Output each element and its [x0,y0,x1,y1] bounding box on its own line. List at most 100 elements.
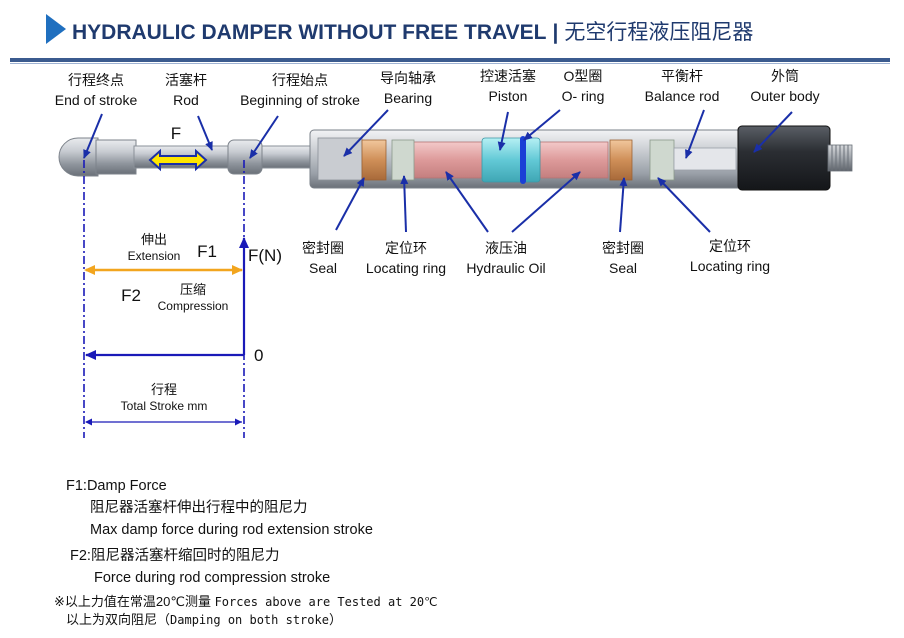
seal-left-part [361,139,387,181]
oil-chamber-left [411,141,485,179]
rod-collar [227,139,263,175]
leader-oil-right [511,171,581,233]
header-triangle-icon [46,14,66,44]
total-stroke-label-cn: 行程 [150,382,177,397]
label-locating-ring-right-cn: 定位环 [709,238,751,254]
label-locating-ring-left: 定位环 Locating ring [356,238,456,278]
piston-body [481,137,541,183]
footnote-line-1: ※以上力值在常温20℃测量 Forces above are Tested at… [54,593,438,611]
label-end-of-stroke: 行程终点 End of stroke [44,70,148,110]
label-o-ring-en: O- ring [561,88,605,104]
label-seal-right: 密封圈 Seal [590,238,656,278]
compression-label-en: Compression [157,299,229,313]
balance-rod-part [673,147,737,171]
label-locating-ring-right-en: Locating ring [689,258,771,274]
note-f2-en: Force during rod compression stroke [94,570,331,586]
footnote-line-1-cn: ※以上力值在常温20℃测量 [54,594,211,609]
leader-seal-right [619,177,628,233]
leader-seal-left [335,177,365,231]
label-seal-left: 密封圈 Seal [290,238,356,278]
leader-locating-ring-left [400,175,409,233]
label-bearing: 导向轴承 Bearing [370,68,446,108]
label-o-ring: O型圈 O- ring [548,66,618,106]
note-f1-en: Max damp force during rod extension stro… [90,522,373,538]
note-f2-title: F2:阻尼器活塞杆缩回时的阻尼力 [70,548,280,564]
rod-eye-end [58,137,137,177]
extension-label: 伸出 Extension [122,232,186,264]
leader-o-ring [523,109,561,141]
total-stroke-label-en: Total Stroke mm [120,399,208,413]
page-title: HYDRAULIC DAMPER WITHOUT FREE TRAVEL|无空行… [72,16,753,46]
label-hydraulic-oil-en: Hydraulic Oil [466,260,546,276]
label-balance-rod-en: Balance rod [644,88,720,104]
label-end-of-stroke-cn: 行程终点 [68,72,124,88]
extension-label-en: Extension [127,249,181,263]
label-outer-body-cn: 外筒 [771,68,799,84]
locating-ring-right-part [649,139,675,181]
label-piston-cn: 控速活塞 [480,68,536,84]
label-rod-cn: 活塞杆 [165,72,207,88]
footnote-line-2-cn: 以上为双向阻尼（ [66,612,171,627]
rod-force-label: F [170,124,182,143]
label-rod: 活塞杆 Rod [152,70,220,110]
leader-outer-body [753,111,793,153]
compression-label: 压缩 Compression [150,282,236,314]
label-seal-right-en: Seal [608,260,638,276]
label-piston-en: Piston [488,88,528,104]
threaded-end [827,144,853,172]
label-locating-ring-left-cn: 定位环 [385,240,427,256]
header-rule-thin [10,63,890,64]
label-balance-rod: 平衡杆 Balance rod [634,66,730,106]
extension-label-cn: 伸出 [140,232,167,247]
seal-right-part [609,139,633,181]
leader-oil-left [445,171,489,233]
notes: F1:Damp Force 阻尼器活塞杆伸出行程中的阻尼力 Max damp f… [66,475,373,589]
leader-balance-rod [685,109,705,159]
label-beginning-of-stroke-cn: 行程始点 [272,72,328,88]
f1-label: F1 [197,242,217,261]
footnote-line-1-en: Forces above are Tested at 20℃ [214,595,438,609]
note-f1-title: F1:Damp Force [66,478,167,494]
label-piston: 控速活塞 Piston [468,66,548,106]
label-beginning-of-stroke: 行程始点 Beginning of stroke [226,70,374,110]
label-seal-left-cn: 密封圈 [302,240,344,256]
label-end-of-stroke-en: End of stroke [54,92,138,108]
label-seal-left-en: Seal [308,260,338,276]
origin-label: 0 [254,346,264,365]
footnote-line-2-en: Damping on both stroke [170,613,329,627]
f2-label: F2 [121,286,141,305]
leader-rod [197,115,213,151]
label-bearing-en: Bearing [383,90,433,106]
label-locating-ring-right: 定位环 Locating ring [678,236,782,276]
label-rod-en: Rod [173,92,199,108]
leader-beginning-of-stroke [249,115,279,159]
label-outer-body: 外筒 Outer body [738,66,832,106]
locating-ring-left-part [391,139,415,181]
oil-chamber-right [539,141,609,179]
leader-lines [83,109,793,233]
label-beginning-of-stroke-en: Beginning of stroke [240,92,360,108]
header-rule [10,58,890,62]
o-ring-mark [520,136,526,184]
label-o-ring-cn: O型圈 [563,68,603,84]
title-cn: 无空行程液压阻尼器 [564,21,754,44]
label-balance-rod-cn: 平衡杆 [661,68,703,84]
footnote-line-2-end: ） [328,612,342,627]
label-outer-body-en: Outer body [750,88,820,104]
leader-bearing [343,109,389,157]
leader-piston [497,111,509,151]
title-separator: | [552,21,559,44]
note-f1-cn: 阻尼器活塞杆伸出行程中的阻尼力 [90,500,308,516]
label-bearing-cn: 导向轴承 [380,70,436,86]
end-cap [737,125,831,191]
force-stroke-graph [84,237,249,426]
footnote-line-2: 以上为双向阻尼（Damping on both stroke） [54,611,438,629]
compression-label-cn: 压缩 [179,282,206,297]
label-hydraulic-oil-cn: 液压油 [485,240,527,256]
rod-force-arrow-icon [148,148,208,172]
label-locating-ring-left-en: Locating ring [365,260,447,276]
leader-locating-ring-right [657,177,711,233]
title-en: HYDRAULIC DAMPER WITHOUT FREE TRAVEL [72,21,547,44]
label-hydraulic-oil: 液压油 Hydraulic Oil [456,238,556,278]
